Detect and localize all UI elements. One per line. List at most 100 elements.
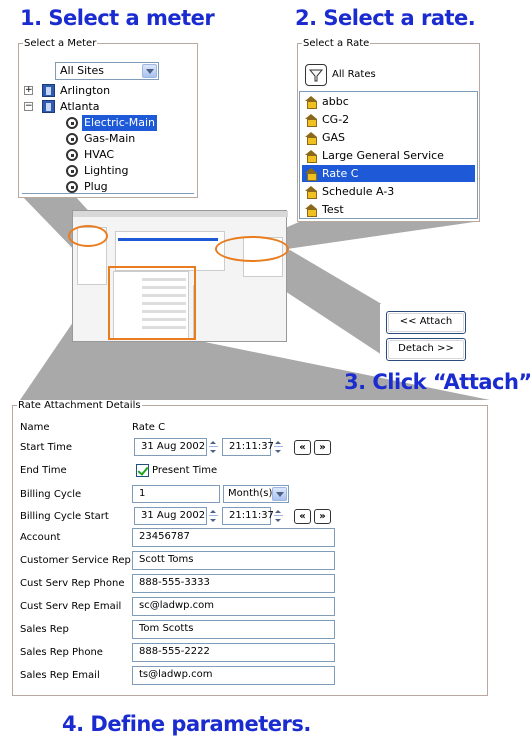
billing-cycle-start-label: Billing Cycle Start (20, 511, 109, 522)
collapse-icon[interactable]: − (24, 101, 33, 111)
rate-item-test[interactable]: Test (302, 201, 475, 218)
app-screenshot-thumbnail (72, 210, 288, 342)
meter-icon (66, 117, 78, 129)
meter-tree: + Arlington − Atlanta Electric-Main Gas-… (22, 82, 194, 194)
rate-group-legend: Select a Rate (303, 38, 370, 49)
bcs-time-spinner-icon[interactable] (273, 507, 284, 525)
house-icon (305, 96, 317, 109)
highlight-ring-meter (68, 225, 108, 247)
cust-serv-rep-email-label: Cust Serv Rep Email (20, 601, 122, 612)
rate-item-schedule-a-3[interactable]: Schedule A-3 (302, 183, 475, 200)
thumb-right-pane (193, 285, 283, 339)
account-label: Account (20, 532, 61, 543)
attach-button-label: << Attach (399, 316, 453, 327)
house-icon (305, 114, 317, 127)
meter-group: Select a Meter (18, 38, 198, 198)
building-icon (42, 100, 55, 113)
chevron-down-icon[interactable] (272, 487, 287, 501)
callout-rate-wedge (255, 222, 474, 249)
meter-panel: Select a Meter All Sites + Arlington − A… (18, 38, 198, 198)
rate-list[interactable]: abbc CG-2 GAS Large General Service Rate… (299, 91, 478, 219)
step-3-title: 3. Click “Attach” (344, 370, 532, 394)
rate-item-gas[interactable]: GAS (302, 129, 475, 146)
start-next-button[interactable]: » (314, 440, 331, 455)
rate-item-large-general-service[interactable]: Large General Service (302, 147, 475, 164)
rate-item-rate-c[interactable]: Rate C (302, 165, 475, 182)
start-date-field[interactable]: 31 Aug 2002 (134, 438, 207, 456)
tree-item-label: Atlanta (60, 100, 100, 113)
start-prev-button[interactable]: « (294, 440, 311, 455)
rate-item-label: CG-2 (322, 113, 350, 126)
sales-rep-phone-field[interactable]: 888-555-2222 (132, 643, 335, 662)
customer-service-rep-field[interactable]: Scott Toms (132, 551, 335, 570)
bcs-next-button[interactable]: » (314, 509, 331, 524)
thumb-list (115, 231, 225, 271)
expand-icon[interactable]: + (24, 85, 33, 95)
rate-item-label: Test (322, 203, 344, 216)
tree-item-label: Gas-Main (84, 132, 136, 145)
detach-button-frame (388, 340, 464, 359)
site-select-value: All Sites (60, 64, 104, 77)
bcs-date-field[interactable]: 31 Aug 2002 (134, 507, 207, 525)
details-panel: Rate Attachment Details Name Rate C Star… (10, 400, 488, 700)
end-time-label: End Time (20, 465, 67, 476)
rate-item-label: Rate C (322, 167, 359, 180)
highlight-box-details (108, 266, 196, 340)
meter-icon (66, 181, 78, 193)
cust-serv-rep-phone-field[interactable]: 888-555-3333 (132, 574, 335, 593)
bcs-prev-button[interactable]: « (294, 509, 311, 524)
house-icon (305, 150, 317, 163)
site-select[interactable]: All Sites (55, 62, 159, 80)
attach-button-frame (388, 313, 464, 332)
details-group: Rate Attachment Details (12, 400, 488, 696)
detach-button[interactable]: Detach >> (386, 338, 466, 361)
rate-item-label: Schedule A-3 (322, 185, 395, 198)
house-icon (305, 168, 317, 181)
chevron-down-icon[interactable] (142, 64, 157, 78)
filter-icon (308, 69, 324, 82)
house-icon (305, 132, 317, 145)
rate-item-abbc[interactable]: abbc (302, 93, 475, 110)
rate-panel: Select a Rate All Rates abbc CG-2 GAS La… (297, 38, 480, 222)
attach-button[interactable]: << Attach (386, 311, 466, 334)
detach-button-label: Detach >> (398, 343, 454, 354)
house-icon (305, 186, 317, 199)
bcs-time-field[interactable]: 21:11:37 (222, 507, 274, 525)
rate-item-cg-2[interactable]: CG-2 (302, 111, 475, 128)
start-date-spinner-icon[interactable] (208, 438, 219, 456)
billing-unit-value: Month(s) (228, 488, 273, 499)
step-4-title: 4. Define parameters. (62, 712, 311, 736)
start-time-spinner-icon[interactable] (273, 438, 284, 456)
start-time-field[interactable]: 21:11:37 (222, 438, 274, 456)
name-label: Name (20, 422, 50, 433)
present-time-checkbox[interactable] (136, 464, 149, 477)
sales-rep-phone-label: Sales Rep Phone (20, 647, 103, 658)
house-icon (305, 204, 317, 217)
tree-item-label: Arlington (60, 84, 111, 97)
sales-rep-field[interactable]: Tom Scotts (132, 620, 335, 639)
bcs-date-spinner-icon[interactable] (208, 507, 219, 525)
meter-group-legend: Select a Meter (24, 38, 97, 49)
tree-item-label: Electric-Main (82, 115, 157, 131)
tree-item-label: Lighting (84, 164, 129, 177)
account-field[interactable]: 23456787 (132, 528, 335, 547)
rate-filter-label: All Rates (332, 69, 376, 80)
present-time-label: Present Time (152, 465, 218, 476)
thumb-titlebar (73, 211, 288, 217)
billing-unit-select[interactable]: Month(s) (223, 485, 289, 503)
meter-icon (66, 165, 78, 177)
cust-serv-rep-email-field[interactable]: sc@ladwp.com (132, 597, 335, 616)
cust-serv-rep-phone-label: Cust Serv Rep Phone (20, 578, 125, 589)
tree-item-label: HVAC (84, 148, 115, 161)
tree-item-label: Plug (84, 180, 108, 193)
rate-filter-button[interactable] (305, 64, 327, 86)
billing-cycle-label: Billing Cycle (20, 489, 82, 500)
start-time-label: Start Time (20, 442, 73, 453)
step-1-title: 1. Select a meter (20, 6, 215, 30)
billing-cycle-field[interactable]: 1 (132, 485, 220, 503)
details-group-legend: Rate Attachment Details (18, 400, 141, 411)
rate-item-label: abbc (322, 95, 349, 108)
rate-item-label: Large General Service (322, 149, 444, 162)
sales-rep-email-label: Sales Rep Email (20, 670, 100, 681)
sales-rep-email-field[interactable]: ts@ladwp.com (132, 666, 335, 685)
